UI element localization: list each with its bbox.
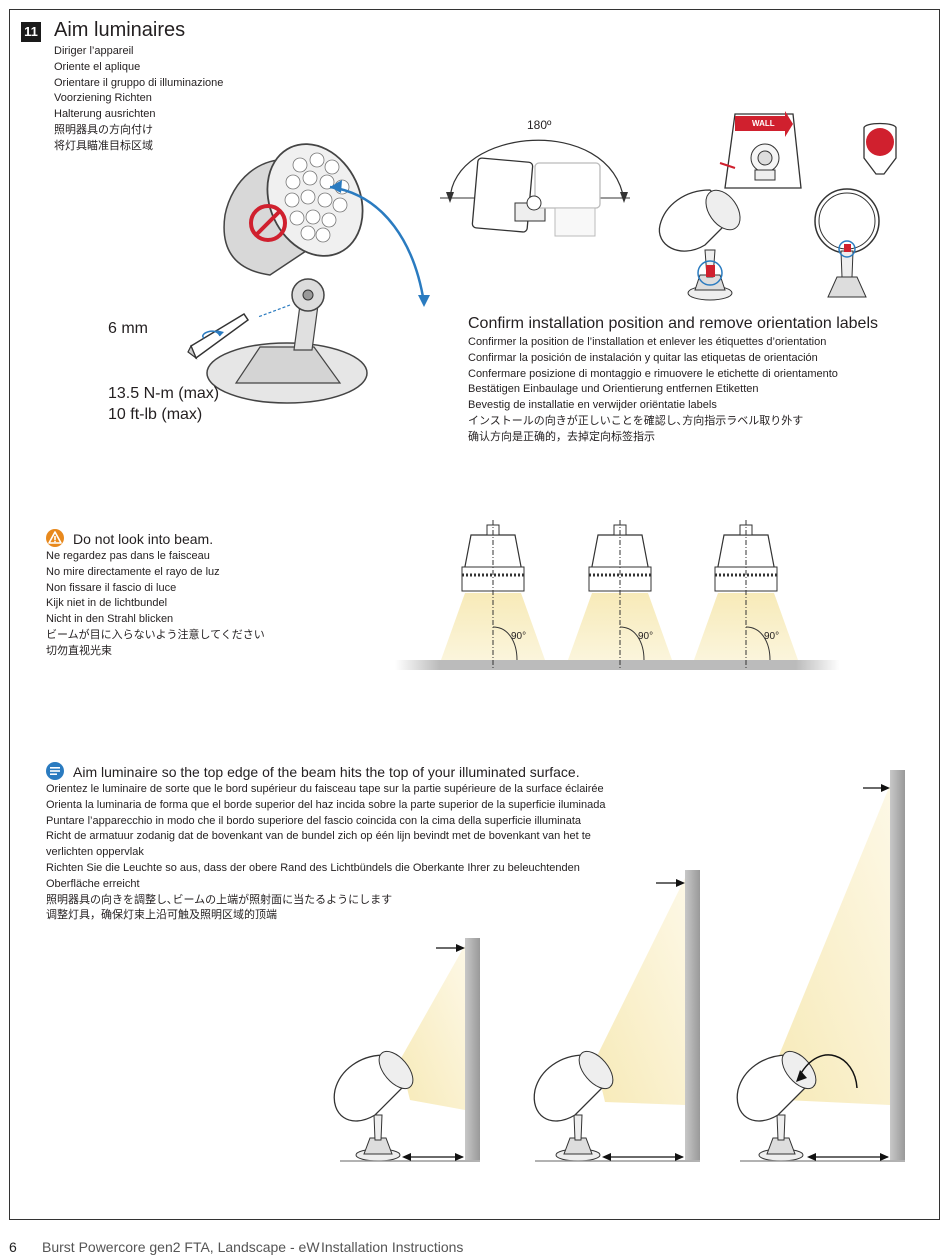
confirm-translation: Confermare posizione di montaggio e rimu… bbox=[468, 367, 838, 380]
hex-key-size: 6 mm bbox=[108, 320, 148, 337]
aim-note-title: Aim luminaire so the top edge of the bea… bbox=[73, 764, 580, 780]
wall-aim-diagram bbox=[333, 770, 905, 1162]
torque-metric: 13.5 N-m (max) bbox=[108, 385, 220, 402]
wall-luminaire bbox=[333, 1050, 414, 1162]
warning-title: Do not look into beam. bbox=[73, 531, 214, 547]
aim-note-translation: Richten Sie die Leuchte so aus, dass der… bbox=[46, 861, 580, 890]
step-number: 11 bbox=[21, 22, 41, 42]
warning-translations: Ne regardez pas dans le faisceau No mire… bbox=[46, 549, 265, 660]
hex-wrench-icon bbox=[187, 312, 250, 360]
wall-label-text: WALL bbox=[752, 119, 775, 128]
confirm-translation: インストールの向きが正しいことを確認し､方向指示ラベル取り外す bbox=[468, 414, 804, 427]
warning-translation: Nicht in den Strahl blicken bbox=[46, 613, 174, 626]
footer-page-number: 6 bbox=[9, 1239, 17, 1255]
step-translation: Voorziening Richten bbox=[54, 92, 152, 105]
warning-translation: Ne regardez pas dans le faisceau bbox=[46, 550, 210, 562]
confirm-translation: 确认方向是正确的，去掉定向标签指示 bbox=[468, 430, 655, 443]
aim-note-translation: Puntare l’apparecchio in modo che il bor… bbox=[46, 814, 582, 827]
info-icon bbox=[46, 762, 64, 780]
footer-product: Burst Powercore gen2 FTA, Landscape - eW bbox=[42, 1239, 320, 1255]
warning-icon bbox=[46, 529, 64, 547]
rotation-180-diagram bbox=[440, 139, 630, 237]
step-title: Aim luminaires bbox=[54, 19, 186, 41]
step-translations: Diriger l’appareil Oriente el aplique Or… bbox=[54, 44, 223, 155]
torque-imperial: 10 ft-lb (max) bbox=[108, 406, 203, 423]
confirm-translation: Confirmer la position de l’installation … bbox=[468, 336, 827, 348]
wall-luminaire bbox=[736, 1050, 817, 1162]
aim-note-translation: 调整灯具，确保灯束上沿可触及照明区域的顶端 bbox=[46, 909, 277, 922]
orientation-label-icon bbox=[863, 122, 897, 175]
aim-note-translation: Orientez le luminaire de sorte que le bo… bbox=[46, 783, 604, 795]
warning-translation: No mire directamente el rayo de luz bbox=[46, 565, 220, 578]
wall-label-diagram bbox=[719, 111, 802, 189]
confirm-translation: Bestätigen Einbaulage und Orientierung e… bbox=[468, 383, 759, 396]
beam-angle-label: 90° bbox=[764, 631, 780, 642]
downlight bbox=[568, 520, 672, 670]
rotation-angle-label: 180º bbox=[527, 118, 552, 132]
aim-note-translations: Orientez le luminaire de sorte que le bo… bbox=[46, 782, 606, 924]
downlight bbox=[694, 520, 798, 670]
luminaire-illustration bbox=[206, 143, 430, 404]
aim-note-translation: 照明器具の向きを調整し､ビームの上端が照射面に当たるようにします bbox=[46, 893, 393, 906]
page-frame bbox=[9, 9, 940, 1220]
warning-translation: 切勿直视光束 bbox=[46, 644, 112, 657]
step-translation: Orientare il gruppo di illuminazione bbox=[54, 76, 224, 89]
warning-translation: ビームが目に入らないよう注意してください bbox=[46, 628, 265, 641]
step-translation: 照明器具の方向付け bbox=[54, 123, 153, 136]
downlight bbox=[441, 520, 545, 670]
aim-note-translation: Orienta la luminaria de forma que el bor… bbox=[46, 798, 606, 811]
confirm-title: Confirm installation position and remove… bbox=[468, 315, 878, 332]
confirm-translation: Bevestig de installatie en verwijder ori… bbox=[468, 399, 717, 412]
step-translation: Diriger l’appareil bbox=[54, 45, 134, 57]
luminaire-front-view bbox=[814, 188, 880, 298]
footer-doc-type: Installation Instructions bbox=[321, 1239, 464, 1255]
step-translation: Halterung ausrichten bbox=[54, 108, 156, 121]
warning-translation: Non fissare il fascio di luce bbox=[46, 581, 177, 594]
beam-angle-label: 90° bbox=[511, 631, 527, 642]
luminaire-with-label bbox=[658, 189, 741, 301]
beam-angle-label: 90° bbox=[638, 631, 654, 642]
aim-note-translation: Richt de armatuur zodanig dat de bovenka… bbox=[46, 830, 591, 859]
step-translation: Oriente el aplique bbox=[54, 60, 141, 73]
step-translation: 将灯具瞄准目标区域 bbox=[54, 139, 153, 152]
beam-angle-diagram bbox=[395, 520, 840, 670]
confirm-translation: Confirmar la posición de instalación y q… bbox=[468, 351, 818, 364]
warning-translation: Kijk niet in de lichtbundel bbox=[46, 597, 168, 610]
confirm-translations: Confirmer la position de l’installation … bbox=[468, 335, 838, 446]
